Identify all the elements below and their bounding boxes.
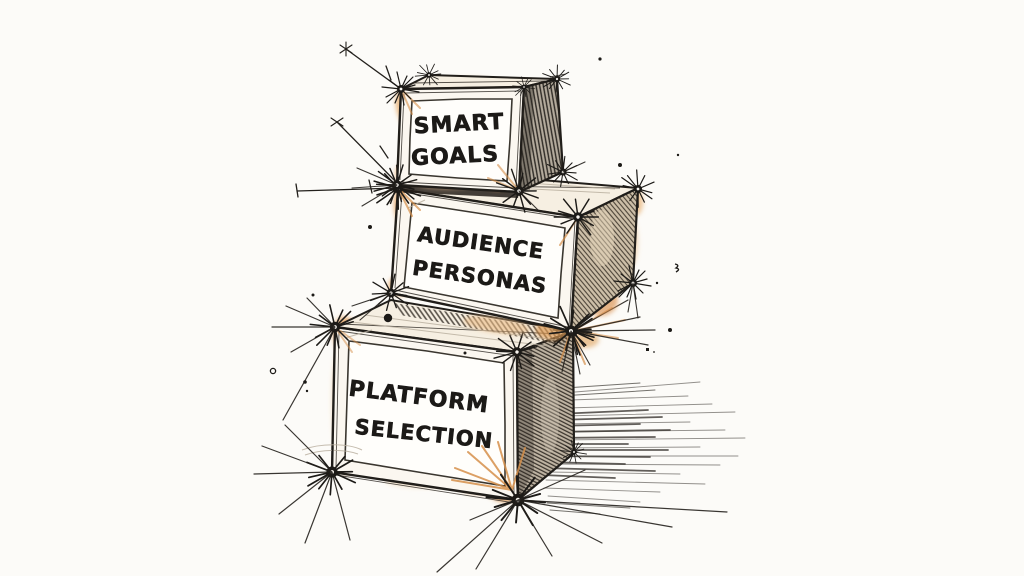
ink-dot xyxy=(676,153,680,157)
ink-dot xyxy=(668,328,672,332)
ink-ring xyxy=(269,367,277,375)
ink-dot-large xyxy=(383,313,393,323)
ink-dot xyxy=(598,57,602,61)
ink-dot xyxy=(311,293,315,297)
smart-label-line1: SMART xyxy=(413,110,505,140)
pencil-guides xyxy=(301,314,557,456)
inner-panel xyxy=(403,202,566,319)
ink-dot xyxy=(646,348,649,351)
ink-squiggle-dot xyxy=(674,263,680,273)
inner-panel xyxy=(408,98,513,182)
cast-shadow xyxy=(541,381,746,515)
box-audience-personas: AUDIENCE PERSONAS xyxy=(351,161,659,375)
ink-dot xyxy=(655,281,659,285)
right-face xyxy=(515,329,576,503)
inner-panel xyxy=(344,340,506,487)
box-smart-goals: SMART GOALS xyxy=(351,56,586,220)
corner-scratch-rays xyxy=(351,161,586,213)
pin-line-2 xyxy=(336,121,399,185)
ink-dot xyxy=(463,351,467,355)
ink-dot xyxy=(303,380,307,384)
corner-scratch-rays xyxy=(253,289,728,573)
ink-dots xyxy=(269,57,680,393)
right-face xyxy=(569,186,640,334)
edge-doubles xyxy=(399,73,567,189)
ink-dot xyxy=(368,225,372,229)
pin-line-2-star xyxy=(330,117,344,127)
ink-dot xyxy=(618,163,622,167)
pin-line-3-end-tick xyxy=(295,183,299,198)
pin-line-1-star xyxy=(339,41,353,57)
gap-shadow-under-top-box xyxy=(398,186,519,198)
edge-doubles xyxy=(335,323,561,504)
ink-dot xyxy=(653,351,655,353)
smart-label-line2: GOALS xyxy=(410,142,499,172)
box-platform-selection: PLATFORM SELECTION xyxy=(253,289,728,573)
ink-dot xyxy=(305,389,309,393)
corner-scratch-rays xyxy=(351,282,639,375)
pin-line-2-tick xyxy=(379,145,389,159)
pin-line-1-tick xyxy=(385,65,392,81)
edge-doubles xyxy=(394,184,621,328)
